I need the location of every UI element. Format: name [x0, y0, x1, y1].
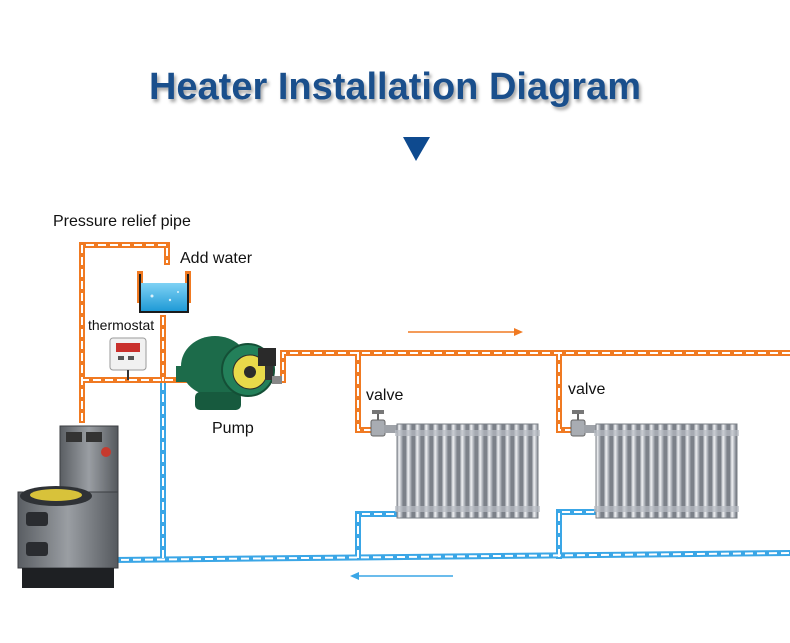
water-tank-icon: [139, 274, 189, 313]
valve-label-1: valve: [366, 387, 404, 404]
pump-label: Pump: [212, 420, 254, 437]
flow-arrow-icon: [408, 328, 523, 336]
page-title: Heater Installation Diagram: [148, 66, 642, 108]
hot-supply-pipes: [79, 242, 790, 433]
cold-return-pipes: [106, 380, 790, 564]
thermostat-icon: [109, 337, 147, 380]
thermostat-label: thermostat: [88, 317, 155, 333]
down-triangle-icon: [403, 137, 430, 161]
valve-icon: [370, 410, 398, 437]
valve-icon: [570, 410, 598, 437]
pump-icon: [176, 336, 282, 410]
radiator-icon: [594, 423, 739, 519]
flow-arrow-icon: [350, 572, 453, 580]
heater-stove-icon: [17, 425, 119, 588]
add-water-label: Add water: [180, 250, 253, 267]
radiator-icon: [395, 423, 540, 519]
pressure-relief-pipe-label: Pressure relief pipe: [53, 213, 191, 230]
valve-label-2: valve: [568, 381, 606, 398]
